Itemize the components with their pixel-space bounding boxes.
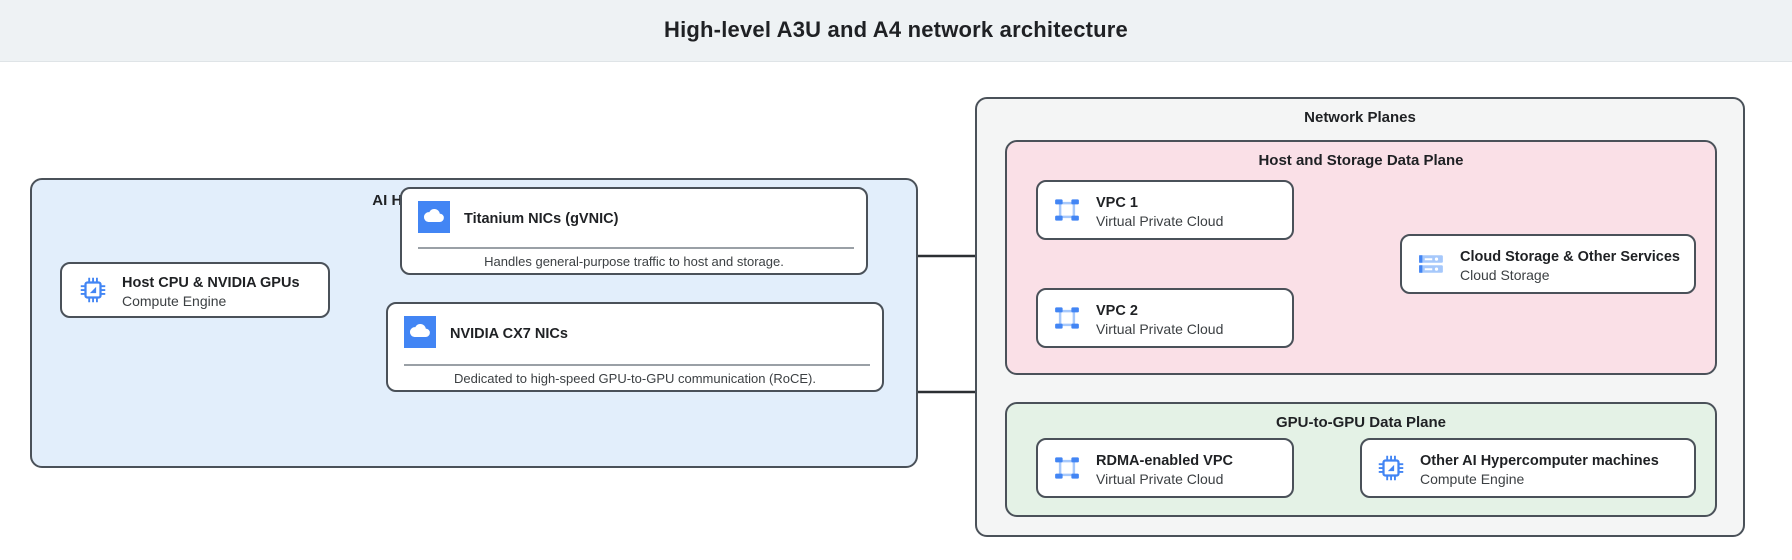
header-bar: High-level A3U and A4 network architectu… [0,0,1792,62]
card-divider [404,364,870,366]
storage-icon [1416,249,1446,284]
vpc-icon [1052,453,1082,488]
card-title: Host CPU & NVIDIA GPUs [122,274,300,291]
cpu-chip-icon [78,275,108,310]
card-other-ai-hypercomputer-machines[interactable]: Other AI Hypercomputer machines Compute … [1360,438,1696,498]
card-title: Cloud Storage & Other Services [1460,248,1680,265]
vpc-icon [1052,195,1082,230]
page-title: High-level A3U and A4 network architectu… [664,17,1128,42]
card-vpc-2[interactable]: VPC 2 Virtual Private Cloud [1036,288,1294,348]
card-title: VPC 1 [1096,194,1138,211]
card-subtitle: Virtual Private Cloud [1096,320,1224,337]
card-cloud-storage[interactable]: Cloud Storage & Other Services Cloud Sto… [1400,234,1696,294]
card-vpc-1[interactable]: VPC 1 Virtual Private Cloud [1036,180,1294,240]
card-subtitle: Virtual Private Cloud [1096,212,1224,229]
diagram-canvas: AI Hypercomputer machines [0,62,1792,560]
card-description: Dedicated to high-speed GPU-to-GPU commu… [454,371,816,386]
card-title: Titanium NICs (gVNIC) [464,210,619,227]
card-nvidia-cx7-nics[interactable]: NVIDIA CX7 NICs Dedicated to high-speed … [386,302,884,392]
panel-title-host-storage: Host and Storage Data Plane [1258,152,1464,169]
panel-title-network-planes: Network Planes [1304,109,1416,126]
card-titanium-nics[interactable]: Titanium NICs (gVNIC) Handles general-pu… [400,187,868,275]
card-description: Handles general-purpose traffic to host … [484,254,784,269]
card-divider [418,247,854,249]
card-title: Other AI Hypercomputer machines [1420,452,1659,469]
cloud-icon [418,200,450,238]
card-title: VPC 2 [1096,302,1138,319]
card-title: NVIDIA CX7 NICs [450,325,568,342]
card-title: RDMA-enabled VPC [1096,452,1233,469]
card-subtitle: Cloud Storage [1460,266,1550,283]
card-subtitle: Compute Engine [122,292,227,309]
cloud-icon [404,315,436,353]
cpu-chip-icon [1376,453,1406,488]
card-rdma-enabled-vpc[interactable]: RDMA-enabled VPC Virtual Private Cloud [1036,438,1294,498]
vpc-icon [1052,303,1082,338]
panel-title-gpu-plane: GPU-to-GPU Data Plane [1275,414,1447,431]
card-subtitle: Compute Engine [1420,470,1525,487]
card-subtitle: Virtual Private Cloud [1096,470,1224,487]
card-host-cpu-gpus[interactable]: Host CPU & NVIDIA GPUs Compute Engine [60,262,330,318]
